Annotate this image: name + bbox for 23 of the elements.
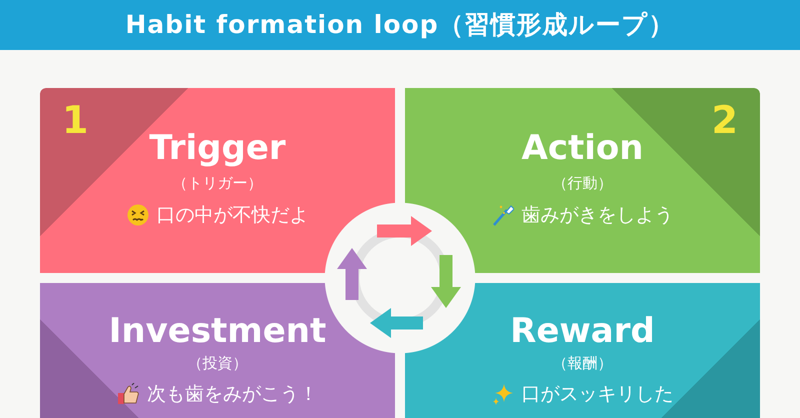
caption-text: 次も歯をみがこう！: [147, 382, 318, 407]
loop-arrow: [377, 216, 432, 246]
reading-text: （報酬）: [552, 353, 614, 373]
reading-text: （トリガー）: [172, 173, 264, 193]
step-panel: [40, 283, 395, 418]
step-panel: [405, 88, 760, 273]
step-panel: [405, 283, 760, 418]
step-title: Reward: [509, 311, 656, 351]
caption-text: 口がスッキリした: [522, 382, 674, 407]
step-title: Action: [520, 128, 644, 168]
step-title: Trigger: [148, 128, 287, 168]
title: Habit formation loop（習慣形成ループ）: [124, 9, 676, 41]
step-number: 2: [712, 98, 738, 142]
step-title: Investment: [108, 311, 328, 351]
caption-text: 歯みがきをしよう: [522, 202, 674, 228]
reading-text: （投資）: [186, 353, 248, 373]
loop-arrow: [431, 255, 461, 308]
reading-text: （行動）: [552, 173, 614, 193]
loop-arrow: [337, 248, 367, 300]
caption-text: 口の中が不快だよ: [156, 202, 308, 228]
step-panel: [40, 88, 395, 273]
loop-arrow: [370, 308, 423, 338]
step-number: 1: [62, 98, 88, 142]
